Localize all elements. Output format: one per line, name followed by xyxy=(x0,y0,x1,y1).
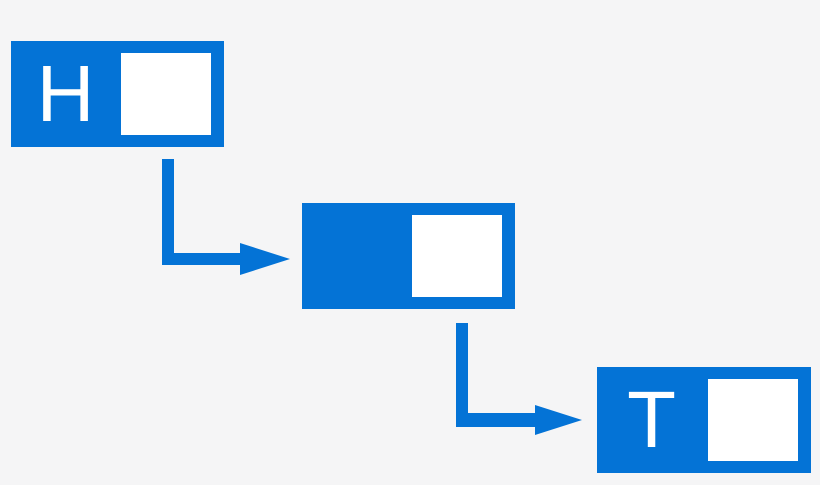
node-tail-letter-label: T xyxy=(627,375,676,464)
node-middle-letter-label xyxy=(302,203,411,309)
linked-list-node-tail: T xyxy=(597,367,811,473)
arrow-horizontal-segment xyxy=(162,253,240,265)
arrow-horizontal-segment xyxy=(456,413,535,427)
node-tail-pointer-field xyxy=(708,379,798,461)
arrowhead-right-icon xyxy=(240,243,290,275)
node-head-letter-label: H xyxy=(36,49,95,138)
arrow-vertical-segment xyxy=(162,159,174,265)
linked-list-node-head: H xyxy=(11,41,224,147)
linked-list-node-middle xyxy=(302,203,515,309)
arrow-vertical-segment xyxy=(456,323,468,427)
node-head-pointer-field xyxy=(121,53,211,135)
arrowhead-right-icon xyxy=(535,405,582,435)
node-middle-pointer-field xyxy=(412,215,502,297)
